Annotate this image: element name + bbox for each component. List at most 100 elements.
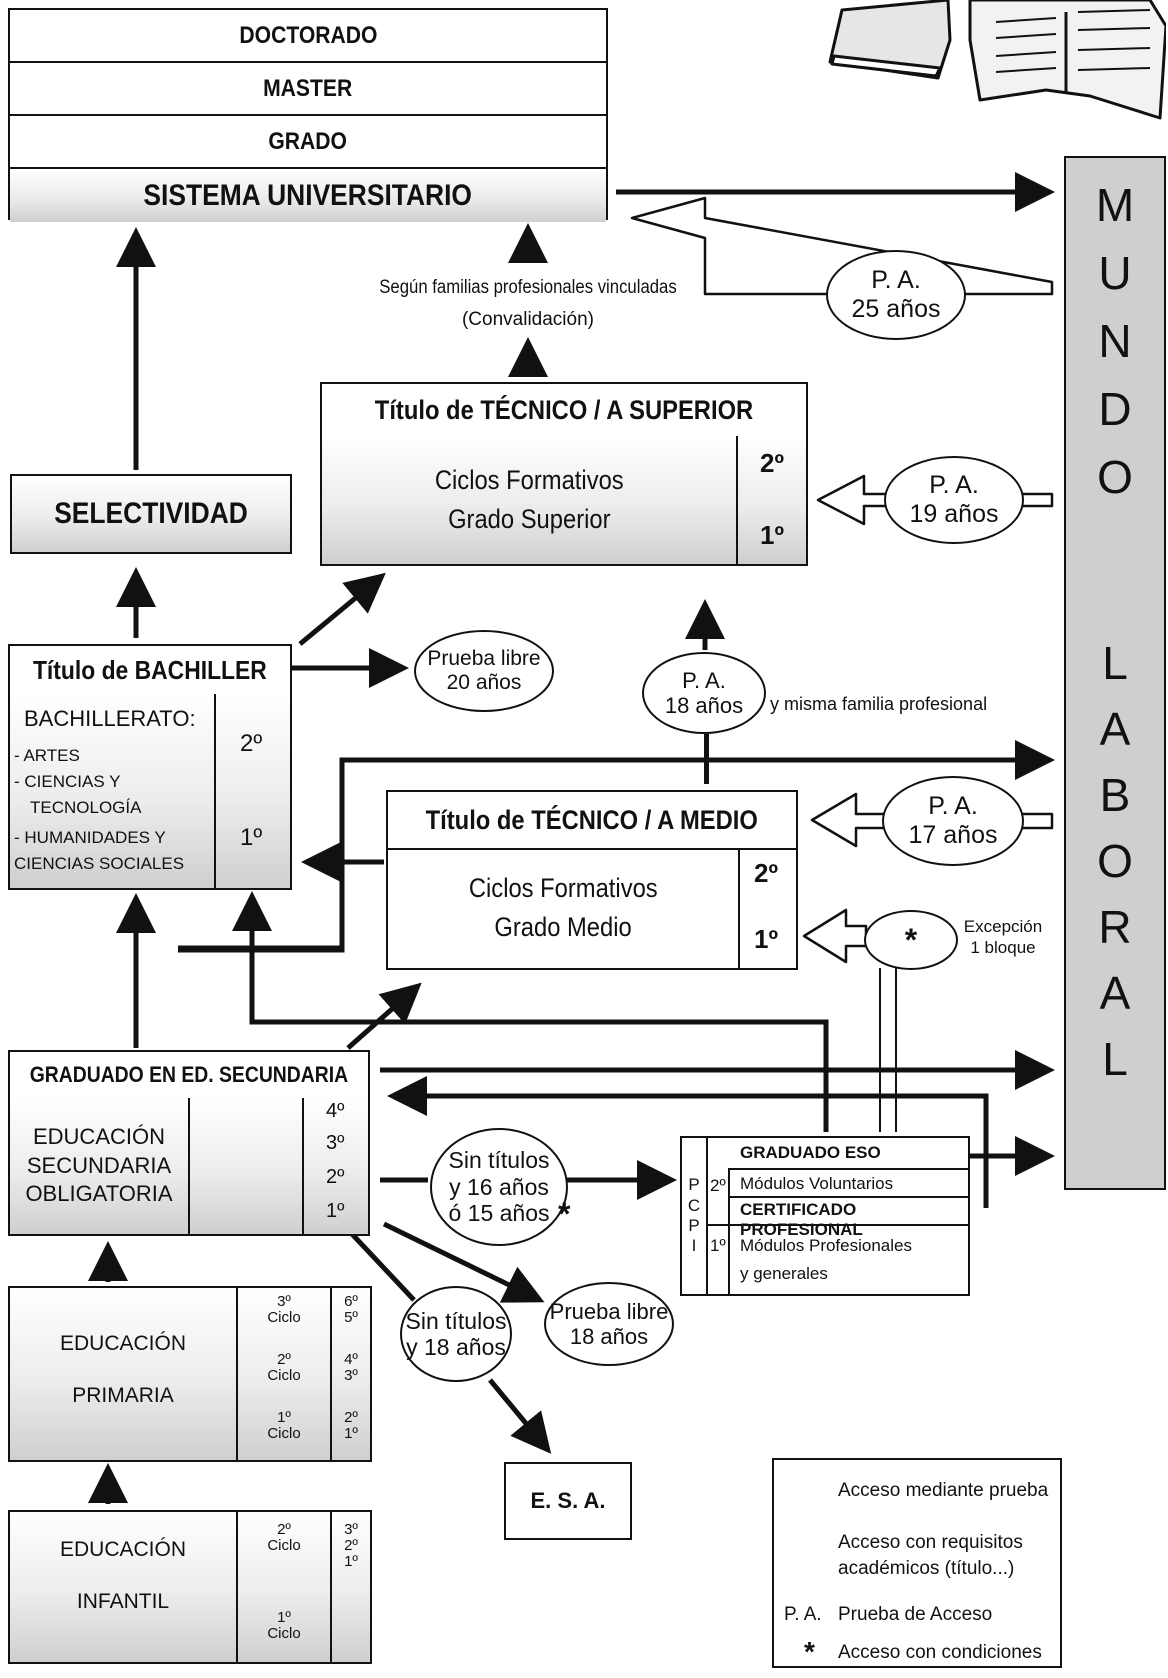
- bachiller-box: Título de BACHILLER BACHILLERATO: - ARTE…: [8, 644, 292, 890]
- ml-letter-o: O: [1097, 451, 1133, 503]
- sin16-l1: Sin títulos: [448, 1147, 550, 1174]
- primaria-course-2: 2º: [344, 1409, 358, 1426]
- primaria-ciclo-1: 1º Ciclo: [238, 1410, 330, 1442]
- primaria-box: EDUCACIÓN PRIMARIA 3º Ciclo 2º Ciclo 1º …: [8, 1286, 372, 1462]
- ml-letter-o2: O: [1097, 835, 1133, 887]
- primaria-course-5: 5º: [344, 1308, 358, 1326]
- bachiller-item-artes: - ARTES: [14, 746, 80, 765]
- sistema-universitario: SISTEMA UNIVERSITARIO: [10, 169, 606, 222]
- pa25-l2: 25 años: [851, 295, 941, 323]
- pcpi-generales: y generales: [740, 1264, 828, 1283]
- pa18-l2: 18 años: [664, 693, 744, 718]
- eso-line1: EDUCACIÓN: [32, 1124, 165, 1150]
- level-master: MASTER: [10, 63, 606, 116]
- pa19-l1: P. A.: [929, 471, 979, 500]
- pa17-l1: P. A.: [928, 792, 978, 821]
- eso-line3: OBLIGATORIA: [25, 1181, 173, 1207]
- pa17-l2: 17 años: [908, 821, 998, 849]
- pa25-l1: P. A.: [871, 266, 921, 295]
- superior-year-1: 1º: [760, 520, 784, 550]
- esa-box: E. S. A.: [504, 1462, 632, 1540]
- sin18-l2: y 18 años: [406, 1334, 506, 1360]
- hollow-arrow-star: [802, 908, 868, 964]
- ml-letter-a2: A: [1099, 967, 1131, 1019]
- oval-star: *: [864, 910, 958, 970]
- books-illustration: [828, 0, 1166, 120]
- excepcion-line2: 1 bloque: [970, 938, 1036, 958]
- legend-solid-2: académicos (título...): [838, 1558, 1015, 1579]
- bachiller-item-humanidades: - HUMANIDADES Y: [14, 828, 166, 847]
- primaria-courses-4-3: 4º 3º: [332, 1352, 370, 1384]
- level-grado: GRADO: [10, 116, 606, 169]
- pcpi-profesionales: Módulos Profesionales: [740, 1236, 912, 1255]
- ml-letter-u: U: [1098, 247, 1132, 299]
- legend-star-key: *: [804, 1636, 815, 1667]
- eso-year-3: 3º: [326, 1132, 345, 1154]
- primaria-courses-6-5: 6º 5º: [332, 1294, 370, 1326]
- infantil-course-2: 2º: [344, 1536, 358, 1554]
- legend-box: Acceso mediante prueba Acceso con requis…: [772, 1458, 1062, 1668]
- bachiller-year-1: 1º: [240, 824, 263, 851]
- sin16-star: *: [558, 1196, 571, 1232]
- ml-letter-n: N: [1098, 315, 1132, 367]
- bachiller-item-sociales: CIENCIAS SOCIALES: [14, 854, 185, 873]
- bachiller-item-ciencias: - CIENCIAS Y: [14, 772, 121, 791]
- tecnico-superior-desc: Ciclos Formativos Grado Superior: [322, 436, 736, 564]
- oval-libre-20: Prueba libre 20 años: [414, 630, 554, 712]
- tecnico-superior-title: Título de TÉCNICO / A SUPERIOR: [322, 384, 806, 438]
- arrow-bachiller-superior: [298, 572, 386, 646]
- primaria-course-3: 3º: [344, 1366, 358, 1384]
- primaria-ciclo-1-label: Ciclo: [267, 1424, 301, 1442]
- note-misma-familia: y misma familia profesional: [770, 694, 988, 714]
- university-stack: DOCTORADO MASTER GRADO SISTEMA UNIVERSIT…: [8, 8, 608, 222]
- primaria-course-6: 6º: [344, 1293, 358, 1310]
- excepcion-line1: Excepción: [963, 917, 1043, 936]
- ml-letter-m: M: [1095, 179, 1135, 231]
- primaria-ciclo-3-label: Ciclo: [267, 1308, 301, 1326]
- primaria-ciclo-1-num: 1º: [277, 1409, 291, 1426]
- bachiller-item-tecnologia: TECNOLOGÍA: [30, 798, 142, 817]
- infantil-ciclo-1-label: Ciclo: [267, 1624, 301, 1642]
- eso-year-4: 4º: [326, 1100, 345, 1122]
- pcpi-year-1: 1º: [710, 1236, 726, 1255]
- superior-year-2: 2º: [760, 448, 784, 478]
- oval-pa-25: P. A. 25 años: [826, 250, 966, 340]
- eso-year-1: 1º: [326, 1200, 345, 1222]
- bachiller-title: Título de BACHILLER: [10, 646, 290, 696]
- primaria-ciclo-2-num: 2º: [277, 1351, 291, 1368]
- pcpi-letter-c: C: [687, 1195, 701, 1215]
- eso-year-2: 2º: [326, 1166, 345, 1188]
- arrow-pcpi-bachiller: [232, 891, 829, 1132]
- arrow-eso-medio: [346, 982, 422, 1050]
- ml-letter-b: B: [1099, 769, 1131, 821]
- pa19-l2: 19 años: [909, 500, 999, 528]
- bachiller-year-2: 2º: [240, 730, 263, 757]
- medio-year-1: 1º: [754, 924, 778, 954]
- pa18-l1: P. A.: [682, 667, 726, 693]
- primaria-course-1: 1º: [344, 1424, 358, 1442]
- level-doctorado: DOCTORADO: [10, 10, 606, 63]
- pcpi-letters: P C P I: [682, 1138, 708, 1294]
- libre20-l1: Prueba libre: [427, 646, 541, 670]
- pcpi-letter-i: I: [691, 1236, 697, 1256]
- selectividad-box: SELECTIVIDAD: [10, 474, 292, 554]
- infantil-course-3: 3º: [344, 1521, 358, 1538]
- infantil-line2: INFANTIL: [76, 1590, 170, 1613]
- legend-pa-key: P. A.: [784, 1604, 822, 1625]
- libre20-l2: 20 años: [446, 671, 522, 694]
- pcpi-voluntarios: Módulos Voluntarios: [740, 1174, 894, 1193]
- pcpi-graduado: GRADUADO ESO: [740, 1143, 881, 1162]
- infantil-ciclo-1: 1º Ciclo: [238, 1610, 330, 1642]
- eso-title: GRADUADO EN ED. SECUNDARIA: [10, 1052, 368, 1100]
- infantil-ciclo-2-label: Ciclo: [267, 1536, 301, 1554]
- eso-line2: SECUNDARIA: [26, 1152, 172, 1178]
- oval-libre-18: Prueba libre 18 años: [544, 1282, 674, 1366]
- pcpi-letter-p2: P: [688, 1216, 700, 1235]
- sin16-l2: y 16 años: [449, 1173, 549, 1200]
- familias-note: Según familias profesionales vinculadas …: [330, 272, 726, 337]
- libre18-l2: 18 años: [569, 1324, 649, 1349]
- familias-line2: (Convalidación): [461, 309, 594, 331]
- arrow-eso-libre18: [382, 1221, 545, 1303]
- infantil-line1: EDUCACIÓN: [59, 1538, 186, 1561]
